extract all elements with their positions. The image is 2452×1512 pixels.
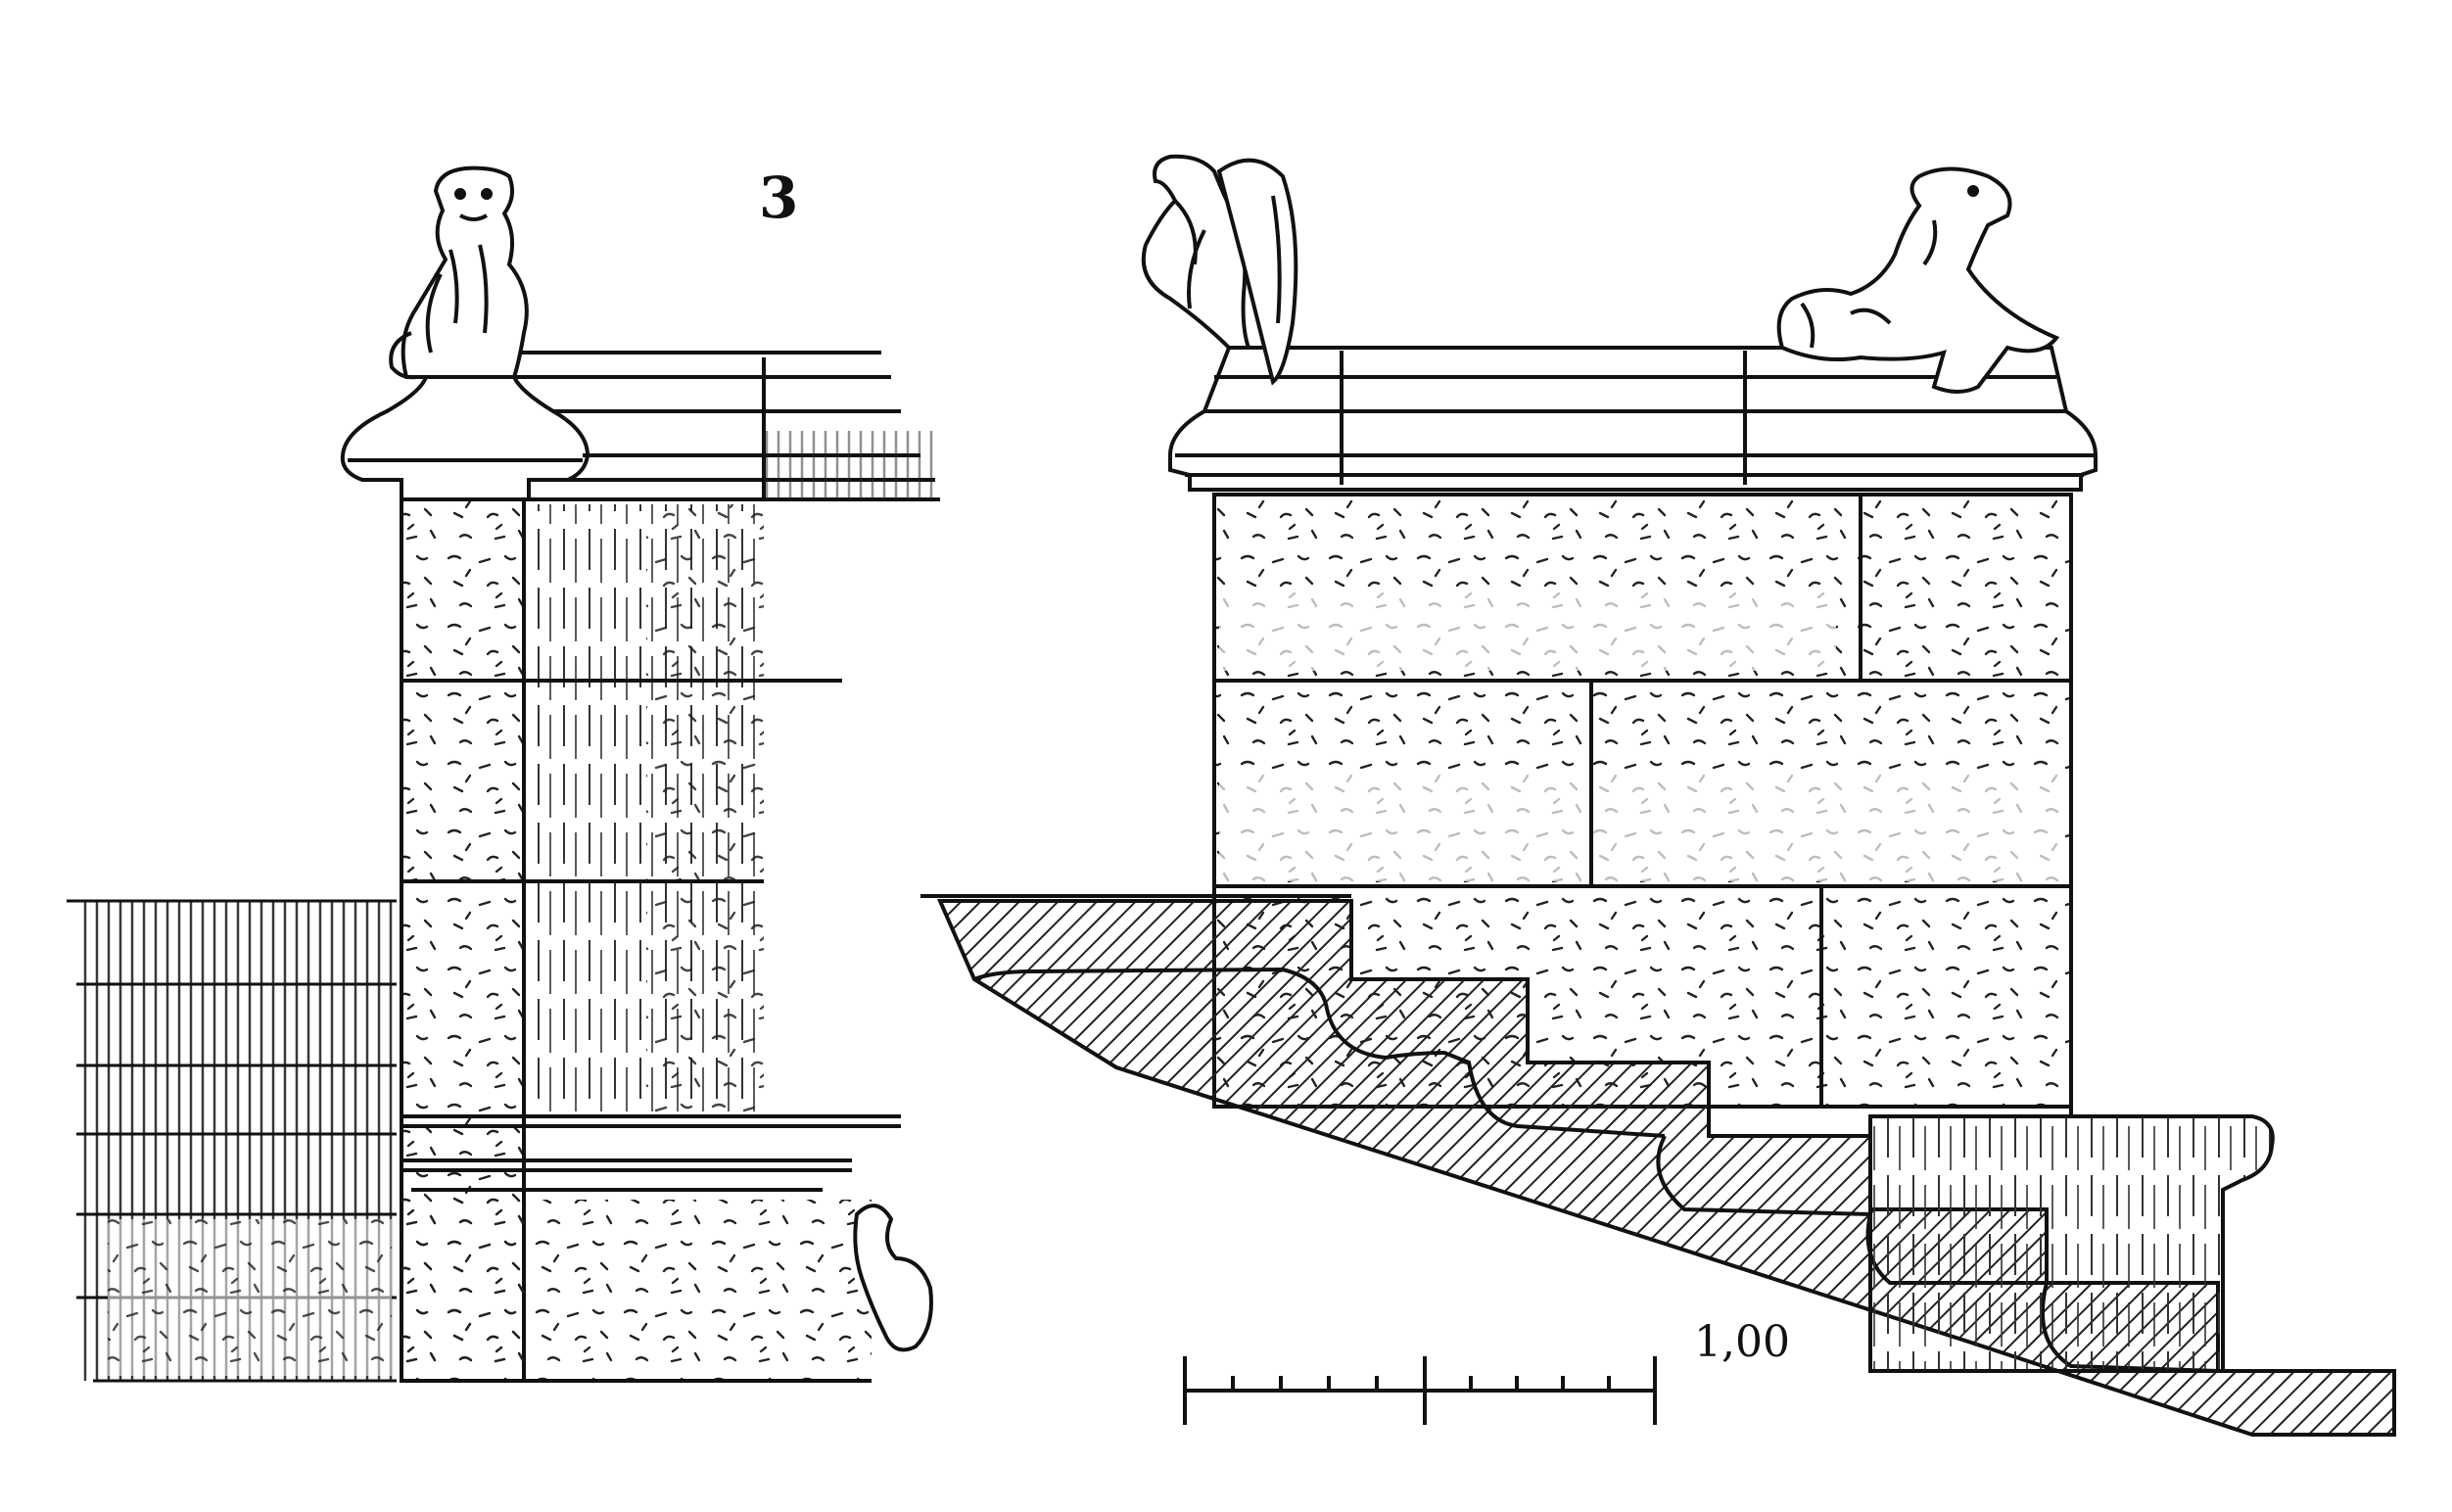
front-elevation-view: 1,00 (920, 154, 2396, 1437)
side-elevation-view: 3 (67, 165, 940, 1383)
seated-lion-sculpture (389, 165, 529, 380)
winged-angel-sculpture (1141, 154, 1298, 386)
scale-label: 1,00 (1694, 1317, 1790, 1367)
pier-plinth-moulding (1868, 1114, 2275, 1373)
ornament-fragment (853, 1204, 933, 1352)
recumbent-lion-sculpture (1776, 166, 2060, 394)
pier-plinth (401, 1200, 872, 1381)
scale-bar (1183, 1356, 1657, 1425)
pier-cap (340, 375, 590, 501)
figure-number: 3 (759, 165, 798, 231)
